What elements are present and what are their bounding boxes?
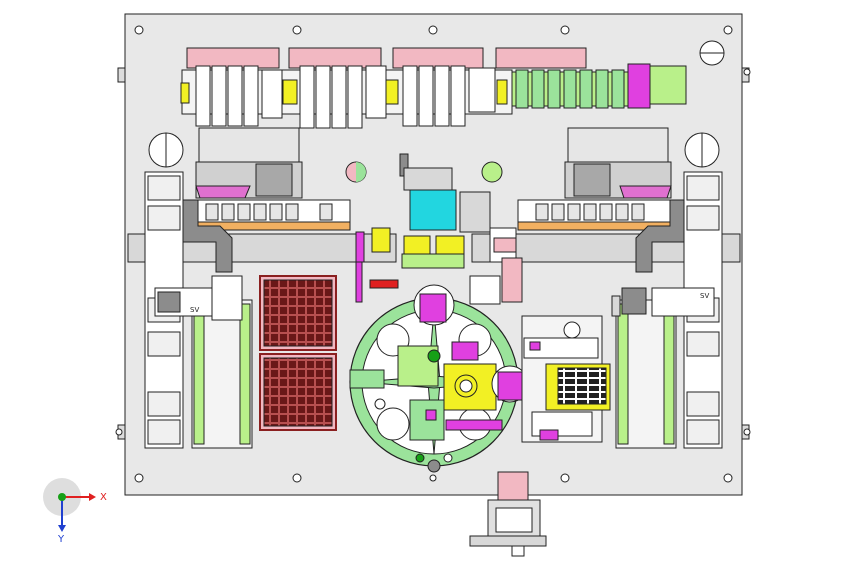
mounting-holes <box>115 25 751 483</box>
large-holes <box>148 40 725 168</box>
triad-x-arrow <box>89 493 96 501</box>
triad-y-label: Y <box>57 534 65 545</box>
component-tray-upper <box>259 275 337 351</box>
left-motor-housing <box>195 127 303 199</box>
left-sensor-label: SV <box>190 306 199 314</box>
right-side-conveyor <box>611 171 723 449</box>
coordinate-triad: X Y <box>43 478 107 545</box>
right-motor-housing <box>564 127 672 199</box>
triad-z-dot <box>58 493 66 501</box>
left-side-conveyor <box>144 171 253 449</box>
triad-x-label: X <box>100 492 107 503</box>
rotary-index-table <box>349 284 529 473</box>
component-tray-lower <box>259 353 337 431</box>
bottom-outfeed-unit <box>469 471 547 557</box>
top-feeder-bank <box>180 47 687 129</box>
central-pick-head <box>345 153 523 305</box>
triad-y-arrow <box>58 525 66 532</box>
right-test-module <box>521 315 611 443</box>
right-sensor-label: SV <box>700 292 709 300</box>
plate-ear-left-top <box>117 67 126 83</box>
